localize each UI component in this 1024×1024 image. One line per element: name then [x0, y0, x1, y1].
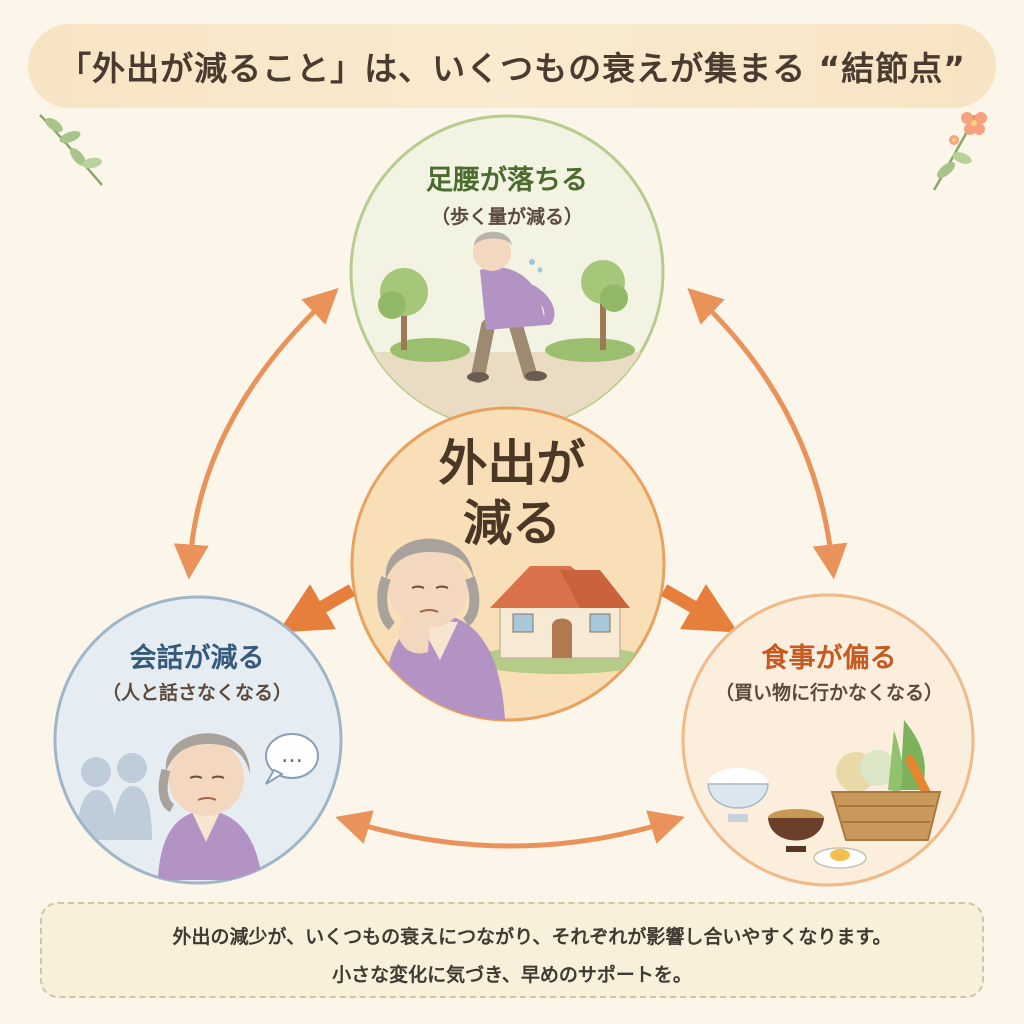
- footer-line-1: 外出の減少が、いくつもの衰えにつながり、それぞれが影響し合いやすくなります。: [172, 926, 892, 948]
- arrow-top-right: [687, 287, 848, 580]
- node-top-subtitle: （歩く量が減る）: [430, 206, 583, 228]
- speech-bubble-icon: …: [265, 733, 319, 785]
- house-icon: [490, 566, 630, 659]
- node-center-title: 外出が 減る: [360, 434, 664, 554]
- elderly-talking: [158, 733, 262, 880]
- arrow-center-right: [660, 584, 739, 633]
- node-left-subtitle: （人と話さなくなる）: [101, 682, 292, 704]
- node-right-subtitle: （買い物に行かなくなる）: [714, 682, 943, 704]
- rice-bowl-icon: [707, 768, 769, 822]
- node-right-title: 食事が偏る: [761, 643, 897, 674]
- flower-icon: [932, 112, 987, 191]
- tree-icon: [378, 260, 628, 350]
- node-center-title-line1: 外出が: [438, 435, 586, 492]
- footer-note: 外出の減少が、いくつもの衰えにつながり、それぞれが影響し合いやすくなります。 小…: [40, 902, 984, 998]
- speech-bubble-text: …: [281, 743, 303, 768]
- node-left-circle: …: [53, 595, 343, 885]
- title-banner: 「外出が減ること」は、いくつもの衰えが集まる “結節点”: [28, 24, 996, 108]
- egg-plate-icon: [813, 847, 867, 869]
- background-people: [76, 753, 152, 840]
- soup-bowl-icon: [768, 809, 824, 852]
- node-top-title: 足腰が落ちる: [426, 165, 588, 196]
- node-center-title-line2: 減る: [462, 495, 561, 552]
- arrow-center-left: [277, 584, 356, 633]
- node-top-circle: [349, 114, 665, 430]
- elderly-walker: [467, 231, 555, 383]
- node-left-title: 会話が減る: [129, 643, 265, 674]
- node-right-circle: [681, 593, 975, 887]
- footer-line-2: 小さな変化に気づき、早めのサポートを。: [332, 964, 692, 986]
- arrow-bottom: [335, 810, 685, 849]
- leaf-sprig-icon: [39, 114, 103, 186]
- vegetable-basket-icon: [830, 720, 942, 841]
- arrow-top-left: [173, 287, 339, 580]
- page-title: 「外出が減ること」は、いくつもの衰えが集まる “結節点”: [58, 49, 966, 88]
